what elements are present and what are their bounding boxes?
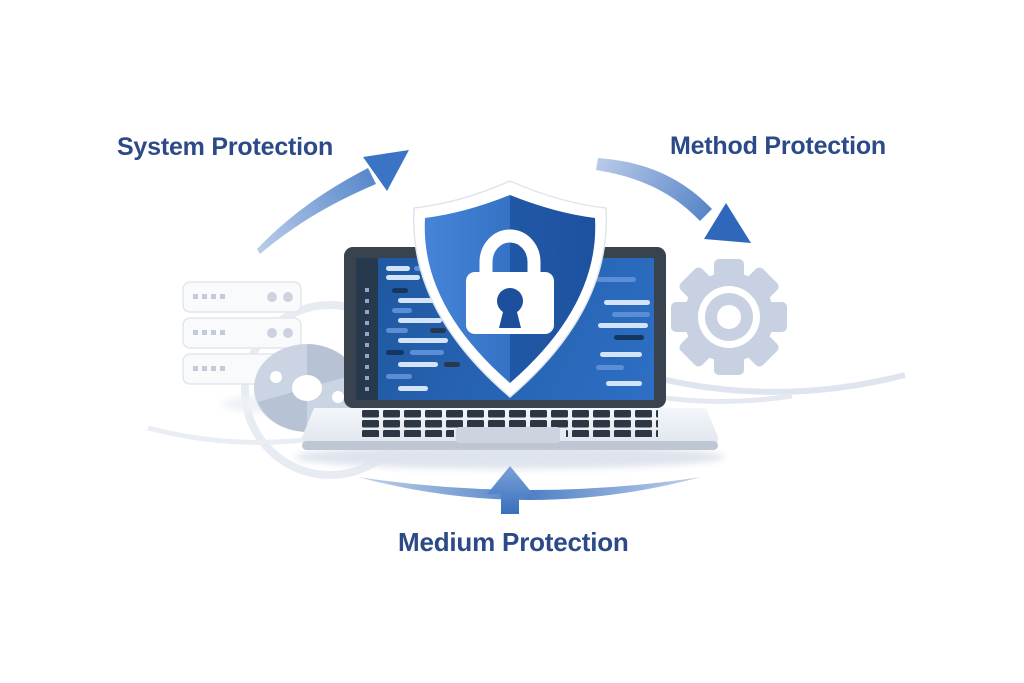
- keyboard-row-left: [362, 430, 454, 437]
- screen-sidebar: [356, 258, 378, 400]
- shield-lock-icon: [412, 180, 608, 398]
- label-method-protection: Method Protection: [669, 132, 887, 160]
- server-unit: [182, 317, 302, 349]
- padlock-shackle: [479, 229, 541, 278]
- curved-arrow-down-right-icon: [596, 158, 751, 243]
- label-system-protection: System Protection: [116, 133, 334, 161]
- laptop-base-edge: [302, 441, 718, 450]
- keyhole: [497, 288, 523, 314]
- laptop-shadow: [295, 445, 725, 469]
- label-medium-protection: Medium Protection: [398, 527, 629, 557]
- sidebar-dots: [365, 288, 369, 391]
- bottom-swoosh: [358, 477, 701, 500]
- server-unit: [182, 281, 302, 313]
- keyboard-row-right: [566, 430, 658, 437]
- gear-icon: [671, 259, 787, 375]
- padlock-icon: [466, 229, 554, 334]
- up-arrow-icon: [487, 466, 533, 514]
- trackpad: [456, 427, 560, 443]
- bottom-flow: [358, 466, 701, 514]
- keyboard: [362, 410, 658, 428]
- keyhole-stem: [499, 308, 521, 328]
- curved-arrow-up-right-icon: [257, 150, 409, 254]
